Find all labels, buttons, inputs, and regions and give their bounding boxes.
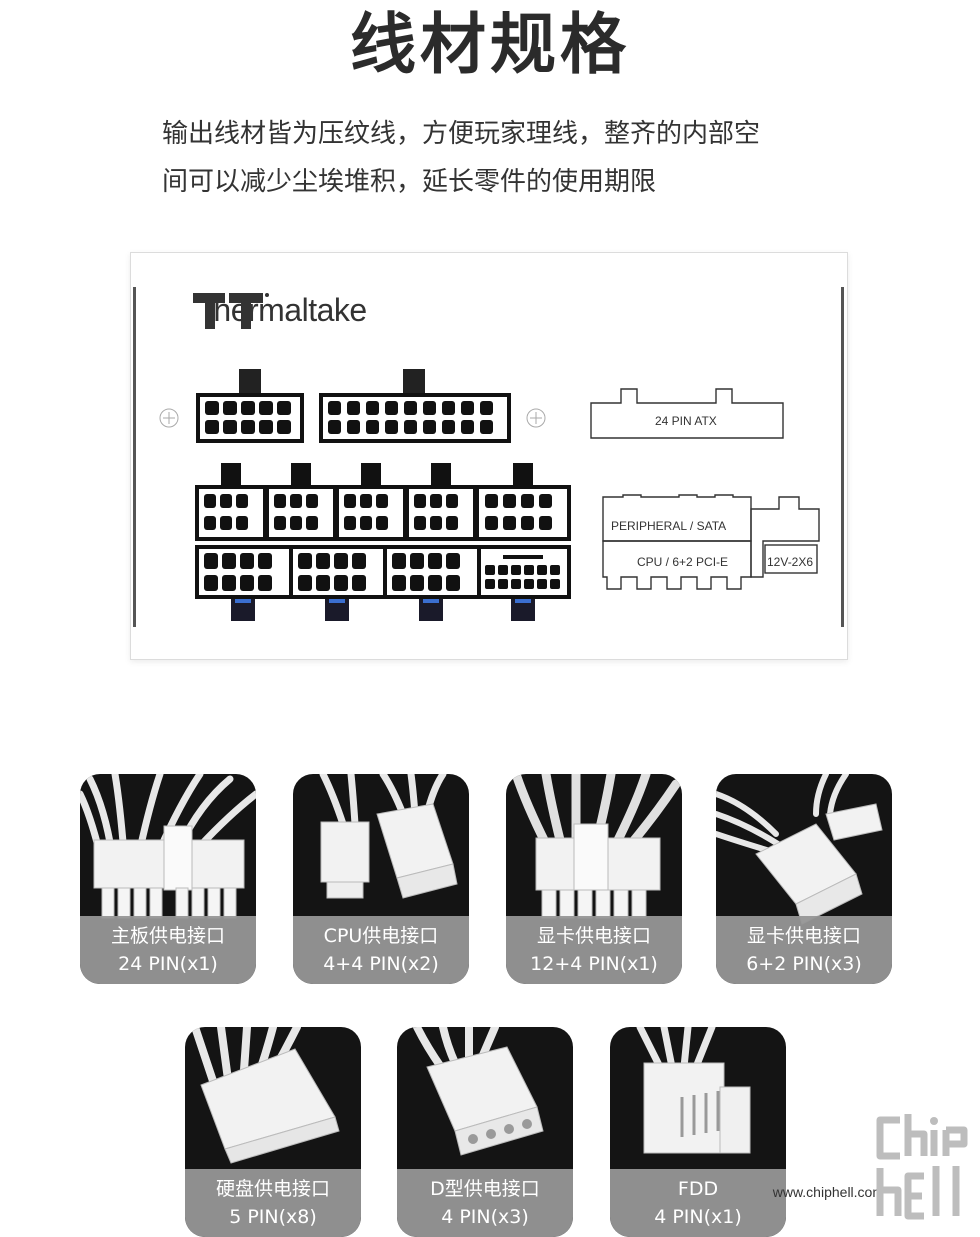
cable-molex-image (413, 1027, 544, 1156)
cable-caption: 显卡供电接口 6+2 PIN(x3) (716, 916, 892, 984)
cable-card: 硬盘供电接口 5 PIN(x8) (185, 1027, 361, 1237)
cable-pins: 24 PIN(x1) (118, 953, 218, 975)
description-line-1: 输出线材皆为压纹线，方便玩家理线，整齐的内部空 (162, 119, 761, 149)
chiphell-logo-icon (876, 1114, 968, 1220)
psu-panel-drawing (133, 287, 844, 627)
port-row-bottom (195, 545, 571, 621)
cable-caption: CPU供电接口 4+4 PIN(x2) (293, 916, 469, 984)
cable-card: FDD 4 PIN(x1) (610, 1027, 786, 1237)
cable-caption: 主板供电接口 24 PIN(x1) (80, 916, 256, 984)
screw-left-icon (159, 408, 179, 428)
cable-caption: FDD 4 PIN(x1) (610, 1169, 786, 1237)
thermaltake-logo-icon (193, 293, 269, 329)
silkscreen-outlines (590, 388, 820, 590)
label-atx: 24 PIN ATX (655, 414, 717, 428)
label-peripheral-sata: PERIPHERAL / SATA (611, 519, 727, 533)
brand-logo: thermaltake (191, 291, 367, 329)
cable-card: 主板供电接口 24 PIN(x1) (80, 774, 256, 984)
cable-name: 主板供电接口 (110, 925, 225, 947)
label-12v-2x6: 12V-2X6 (767, 555, 814, 569)
cable-fdd-image (636, 1027, 751, 1154)
page-title: 线材规格 (350, 6, 630, 83)
cable-pins: 4 PIN(x1) (654, 1206, 742, 1228)
atx-outline (590, 388, 784, 439)
watermark-url: www.chiphell.com (772, 1184, 884, 1200)
cable-sata-image (191, 1027, 340, 1164)
cable-pins: 5 PIN(x8) (229, 1206, 317, 1228)
cable-caption: 硬盘供电接口 5 PIN(x8) (185, 1169, 361, 1237)
screw-right-icon (526, 408, 546, 428)
cable-name: D型供电接口 (430, 1178, 540, 1200)
panel-edge-left (133, 287, 136, 627)
cable-name: CPU供电接口 (323, 925, 439, 947)
cable-name: 显卡供电接口 (536, 925, 651, 947)
cable-name: FDD (677, 1178, 719, 1200)
cable-name: 硬盘供电接口 (215, 1178, 330, 1200)
cable-24pin-image (80, 774, 256, 919)
psu-modular-panel: thermaltake 24 PIN ATX PERIPHERAL / SATA… (130, 252, 848, 660)
cable-pins: 6+2 PIN(x3) (746, 953, 862, 975)
panel-edge-right (841, 287, 844, 627)
cable-pins: 4 PIN(x3) (441, 1206, 529, 1228)
cable-caption: D型供电接口 4 PIN(x3) (397, 1169, 573, 1237)
cable-cpu-image (319, 774, 458, 899)
cable-caption: 显卡供电接口 12+4 PIN(x1) (506, 916, 682, 984)
cable-12plus4-image (511, 774, 681, 919)
cable-card: 显卡供电接口 12+4 PIN(x1) (506, 774, 682, 984)
description-line-2: 间可以减少尘埃堆积，延长零件的使用期限 (162, 167, 657, 197)
hpwr-outline (764, 544, 818, 574)
label-cpu-pcie: CPU / 6+2 PCI-E (637, 555, 729, 569)
port-10pin (196, 369, 304, 443)
cable-name: 显卡供电接口 (746, 925, 861, 947)
cable-pins: 4+4 PIN(x2) (323, 953, 439, 975)
cable-card: CPU供电接口 4+4 PIN(x2) (293, 774, 469, 984)
cpu-pcie-outline (602, 540, 752, 590)
cable-card: 显卡供电接口 6+2 PIN(x3) (716, 774, 892, 984)
port-row-8pin (195, 463, 571, 541)
cable-pins: 12+4 PIN(x1) (530, 953, 658, 975)
cable-6plus2-image (716, 774, 883, 925)
description: 输出线材皆为压纹线，方便玩家理线，整齐的内部空 间可以减少尘埃堆积，延长零件的使… (162, 110, 842, 206)
cable-card: D型供电接口 4 PIN(x3) (397, 1027, 573, 1237)
hpwr-frame-outline (750, 496, 820, 578)
port-18pin (319, 369, 511, 443)
